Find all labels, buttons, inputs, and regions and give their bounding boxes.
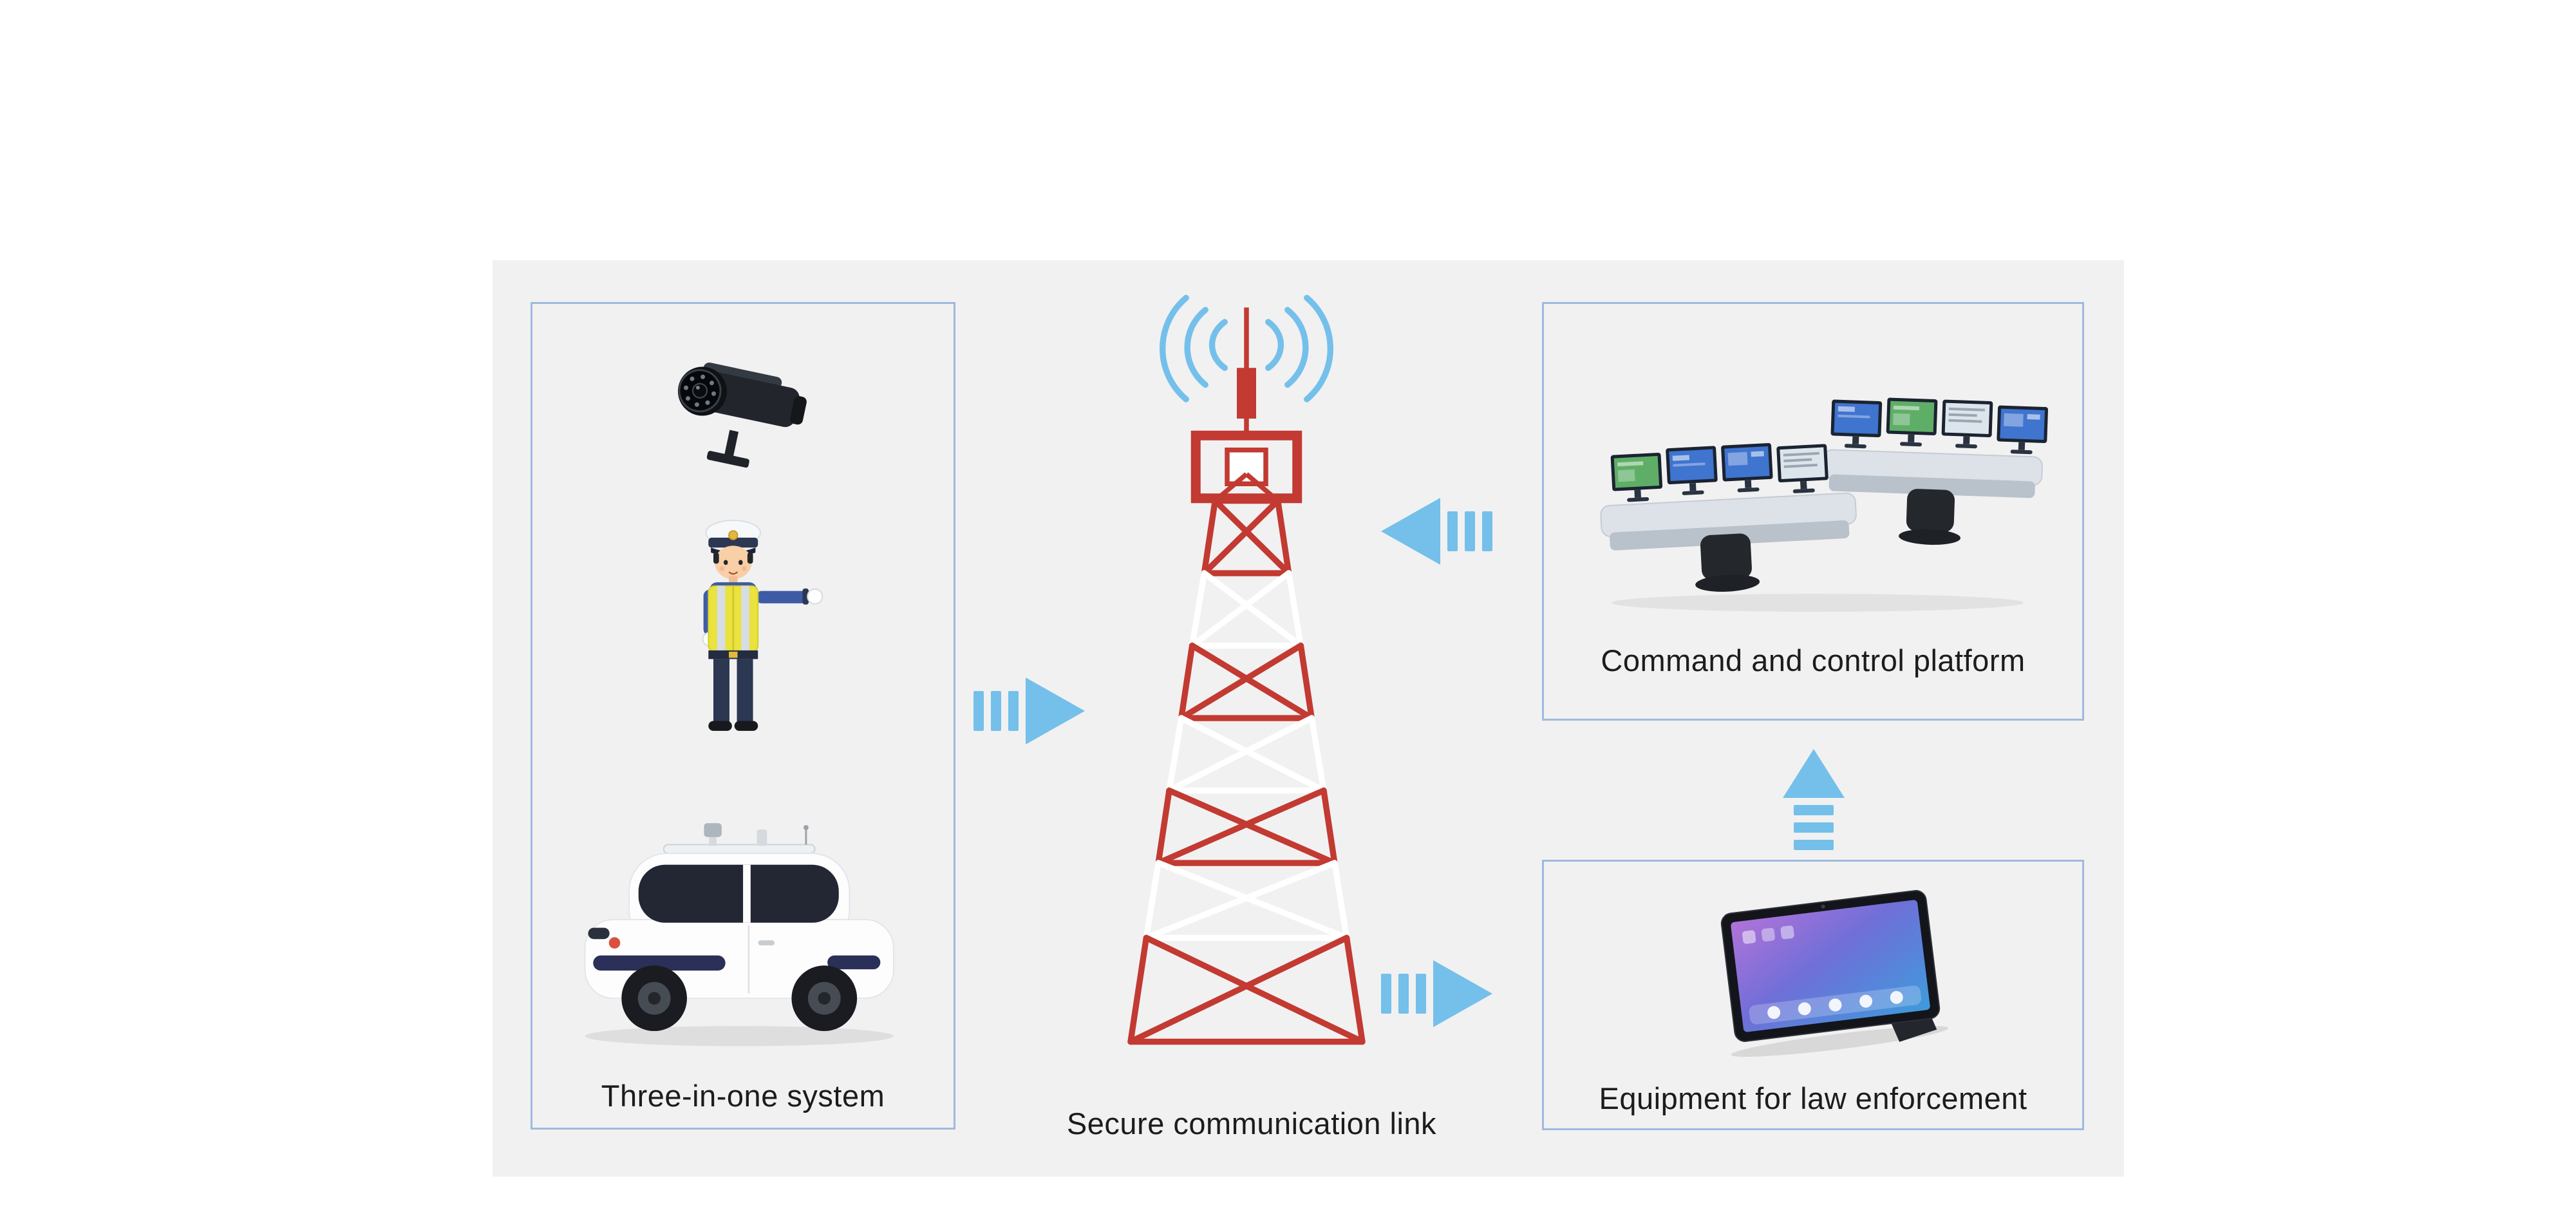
radio-waves bbox=[1160, 294, 1333, 402]
arrow-bar bbox=[1416, 974, 1426, 1014]
equipment-box: Equipment for law enforcement bbox=[1542, 860, 2084, 1130]
arrow-bar bbox=[1447, 511, 1458, 551]
secure-link-label: Secure communication link bbox=[1066, 1106, 1437, 1141]
arrow-bar bbox=[1398, 974, 1409, 1014]
radio-tower-icon bbox=[1053, 293, 1440, 1066]
command-platform-label: Command and control platform bbox=[1601, 643, 2026, 677]
arrow-bar bbox=[1008, 691, 1019, 731]
arrow-bar bbox=[1465, 511, 1475, 551]
arrow-bar bbox=[1482, 511, 1492, 551]
arrow-platform-to-tower bbox=[1381, 498, 1492, 565]
tablet-icon bbox=[1689, 869, 1972, 1063]
arrow-bar bbox=[973, 691, 984, 731]
arrow-tower-to-equipment bbox=[1381, 960, 1492, 1027]
control-room-icon bbox=[1573, 327, 2049, 617]
arrow-bar bbox=[1381, 974, 1391, 1014]
cctv-camera-icon bbox=[659, 337, 826, 488]
arrow-bar bbox=[1794, 805, 1834, 815]
arrow-equipment-to-platform bbox=[1783, 749, 1845, 850]
three-in-one-label: Three-in-one system bbox=[601, 1079, 885, 1113]
arrow-bar bbox=[991, 691, 1001, 731]
arrow-head bbox=[1433, 960, 1492, 1027]
arrow-bar bbox=[1794, 822, 1834, 833]
three-in-one-box: Three-in-one system bbox=[531, 302, 955, 1130]
equipment-label: Equipment for law enforcement bbox=[1599, 1081, 2027, 1115]
arrow-bar bbox=[1794, 840, 1834, 850]
arrow-head bbox=[1026, 677, 1085, 744]
patrol-vehicle-icon bbox=[552, 772, 939, 1061]
arrow-head bbox=[1381, 498, 1440, 565]
traffic-officer-icon bbox=[665, 501, 826, 765]
arrow-sensors-to-tower bbox=[973, 677, 1085, 744]
arrow-head bbox=[1783, 749, 1845, 798]
command-platform-box: Command and control platform bbox=[1542, 302, 2084, 721]
